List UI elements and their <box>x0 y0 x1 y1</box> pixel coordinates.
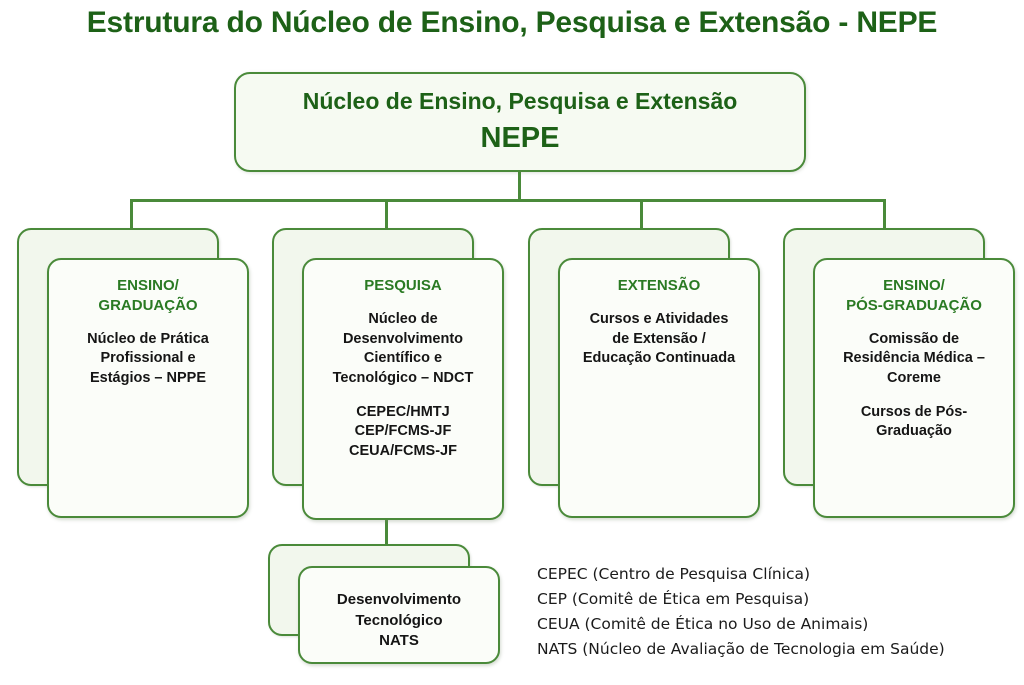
page-title: Estrutura do Núcleo de Ensino, Pesquisa … <box>86 6 938 39</box>
branch-extensao: EXTENSÃO Cursos e Atividades de Extensão… <box>528 228 760 518</box>
branch-nats: Desenvolvimento Tecnológico NATS <box>268 544 500 664</box>
card-heading-extensao: EXTENSÃO <box>617 277 701 294</box>
connector-pesquisa-to-nats <box>385 515 388 545</box>
card-body-cursos-pos: Cursos de Pós- Graduação <box>860 403 968 440</box>
legend-item-nats: NATS (Núcleo de Avaliação de Tecnologia … <box>537 640 945 659</box>
connector-drop-3 <box>640 199 643 229</box>
legend-item-cep: CEP (Comitê de Ética em Pesquisa) <box>537 590 810 609</box>
card-body-coreme: Comissão de Residência Médica – Coreme <box>843 330 985 387</box>
connector-drop-1 <box>130 199 133 229</box>
connector-root-down <box>518 172 521 202</box>
root-subtitle: Núcleo de Ensino, Pesquisa e Extensão <box>302 88 738 115</box>
card-body-nppe: Núcleo de Prática Profissional e Estágio… <box>87 330 209 387</box>
card-heading-pesquisa: PESQUISA <box>364 277 442 294</box>
card-nats[interactable]: Desenvolvimento Tecnológico NATS <box>298 566 500 664</box>
branch-pesquisa: PESQUISA Núcleo de Desenvolvimento Cient… <box>272 228 504 523</box>
legend: CEPEC (Centro de Pesquisa Clínica) CEP (… <box>537 562 1007 662</box>
card-ensino-pos-graduacao[interactable]: ENSINO/ PÓS-GRADUAÇÃO Comissão de Residê… <box>813 258 1015 518</box>
card-pesquisa[interactable]: PESQUISA Núcleo de Desenvolvimento Cient… <box>302 258 504 520</box>
card-body-comites: CEPEC/HMTJ CEP/FCMS-JF CEUA/FCMS-JF <box>349 403 457 460</box>
connector-drop-2 <box>385 199 388 229</box>
connector-horizontal-bus <box>130 199 886 202</box>
legend-item-ceua: CEUA (Comitê de Ética no Uso de Animais) <box>537 615 869 634</box>
root-acronym: NEPE <box>480 121 560 154</box>
legend-item-cepec: CEPEC (Centro de Pesquisa Clínica) <box>537 565 811 583</box>
card-body-cursos-extensao: Cursos e Atividades de Extensão / Educaç… <box>582 310 736 367</box>
connector-drop-4 <box>883 199 886 229</box>
card-ensino-graduacao[interactable]: ENSINO/ GRADUAÇÃO Núcleo de Prática Prof… <box>47 258 249 518</box>
card-heading-ensino-graduacao: ENSINO/ GRADUAÇÃO <box>98 277 198 314</box>
branch-ensino-graduacao: ENSINO/ GRADUAÇÃO Núcleo de Prática Prof… <box>17 228 249 518</box>
card-body-nats: Desenvolvimento Tecnológico NATS <box>336 591 462 650</box>
branch-ensino-pos-graduacao: ENSINO/ PÓS-GRADUAÇÃO Comissão de Residê… <box>783 228 1015 518</box>
card-extensao[interactable]: EXTENSÃO Cursos e Atividades de Extensão… <box>558 258 760 518</box>
card-heading-ensino-pos-graduacao: ENSINO/ PÓS-GRADUAÇÃO <box>846 277 982 314</box>
node-nepe-root[interactable]: Núcleo de Ensino, Pesquisa e Extensão NE… <box>234 72 806 172</box>
card-body-ndct: Núcleo de Desenvolvimento Científico e T… <box>332 310 474 386</box>
